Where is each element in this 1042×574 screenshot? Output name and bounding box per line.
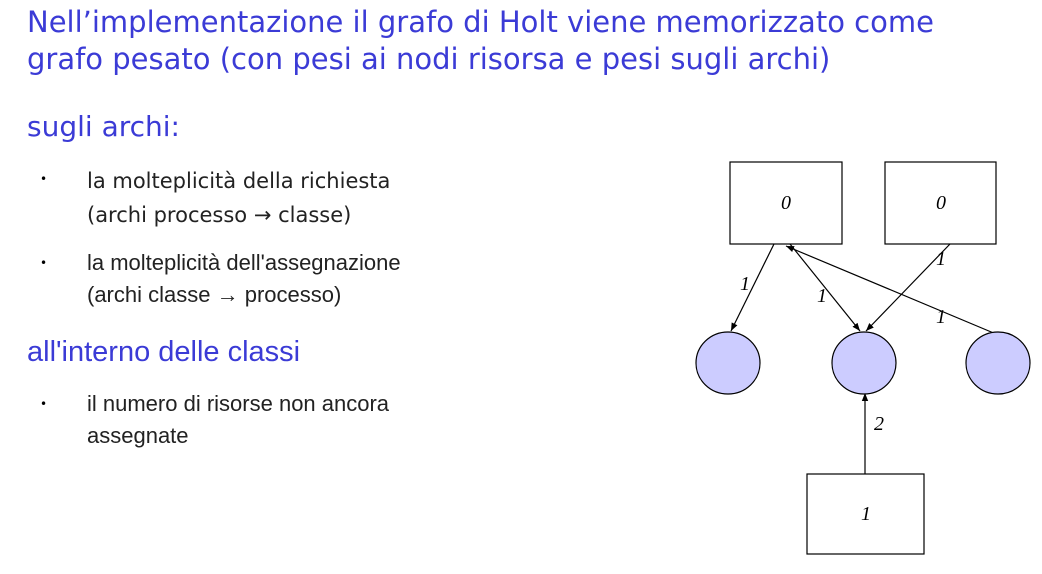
resource-right-weight: 0 <box>936 192 946 214</box>
edge-resource-right-to-process-middle <box>865 243 951 332</box>
edge-process-right-to-resource-left <box>785 245 997 335</box>
bullet-icon: • <box>40 256 48 270</box>
process-node-left <box>695 331 761 395</box>
resource-bottom-weight: 1 <box>861 503 871 525</box>
list-item: la molteplicità dell'assegnazione (archi… <box>87 247 401 311</box>
section-heading-classes: all'interno delle classi <box>27 336 301 368</box>
slide-title-line-2: grafo pesato (con pesi ai nodi risorsa e… <box>27 42 831 76</box>
resource-node-left <box>729 161 843 245</box>
edge-resource-left-to-process-middle <box>789 243 861 332</box>
slide-title: Nell’implementazione il grafo di Holt vi… <box>27 4 1027 78</box>
resource-node-right <box>884 161 997 245</box>
list-item: la molteplicità della richiesta (archi p… <box>87 164 390 232</box>
list-item-line-1: il numero di risorse non ancora <box>87 391 390 416</box>
list-item-line-2: (archi classe → processo) <box>87 282 342 307</box>
slide-title-line-1: Nell’implementazione il grafo di Holt vi… <box>27 5 934 39</box>
list-item-line-2: (archi processo → classe) <box>87 203 352 227</box>
bullet-icon: • <box>40 397 48 411</box>
list-item-line-1: la molteplicità della richiesta <box>87 169 391 193</box>
resource-node-bottom <box>806 473 925 555</box>
process-node-right <box>965 331 1031 395</box>
list-item: il numero di risorse non ancora assegnat… <box>87 388 389 452</box>
bullet-icon: • <box>40 172 48 186</box>
edge-weight-label: 1 <box>817 285 827 307</box>
edge-weight-label: 1 <box>936 306 946 328</box>
section-heading-edges: sugli archi: <box>27 110 180 143</box>
process-node-middle <box>831 331 897 395</box>
resource-left-weight: 0 <box>781 192 791 214</box>
edge-resource-left-to-process-left <box>730 243 775 332</box>
edge-weight-label: 1 <box>936 248 946 270</box>
edge-weight-label: 2 <box>874 413 884 435</box>
list-item-line-2: assegnate <box>87 423 189 448</box>
list-item-line-1: la molteplicità dell'assegnazione <box>87 250 401 275</box>
edge-weight-label: 1 <box>740 273 750 295</box>
